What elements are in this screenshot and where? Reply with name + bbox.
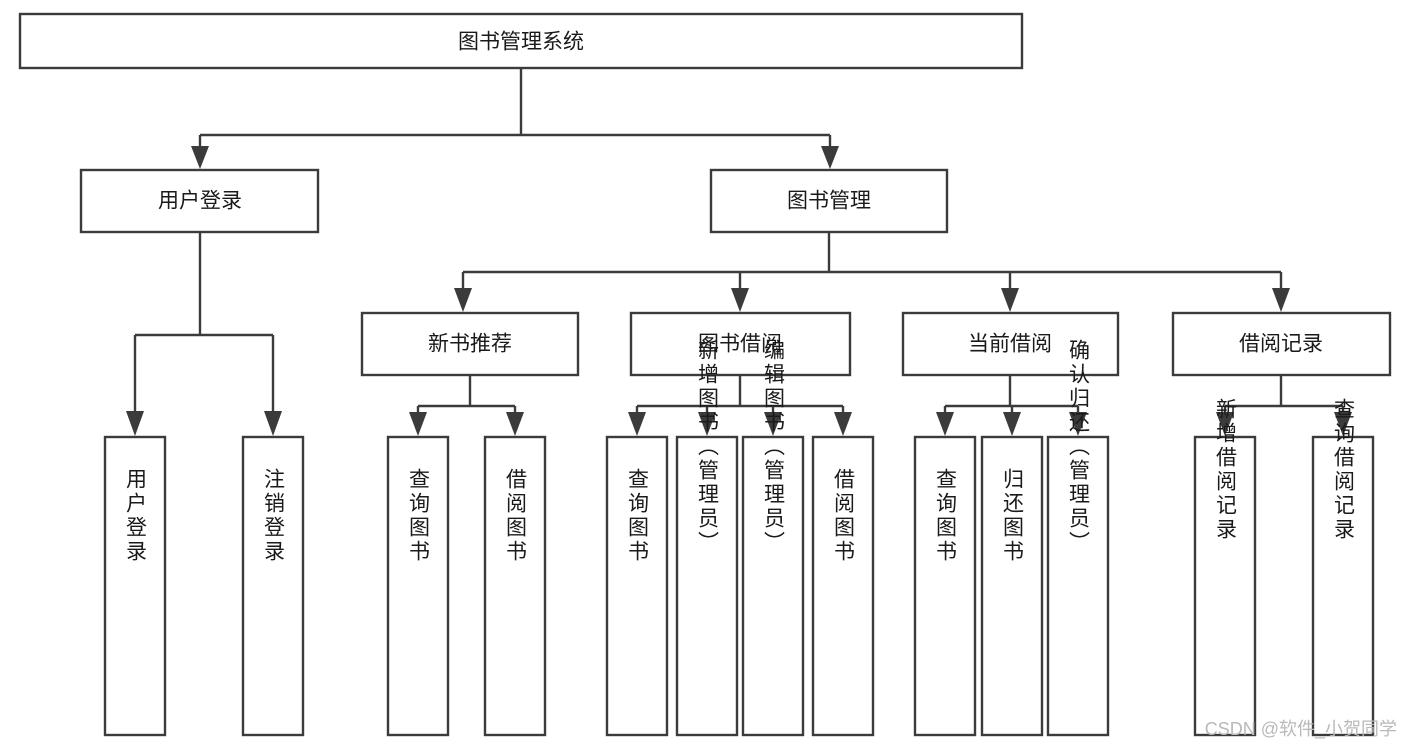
arrow-book-borrow-to-leaf-4 — [834, 412, 852, 436]
leaf-current-borrow-1[interactable]: 查询图书 — [913, 435, 977, 737]
leaf-borrow-record-1-label: 新增借阅记录 — [1214, 398, 1238, 542]
arrow-borrow-record-to-leaf-1 — [1216, 412, 1234, 436]
arrow-book-borrow-to-leaf-3 — [764, 412, 782, 436]
node-borrow-record-label: 借阅记录 — [1239, 333, 1323, 356]
leaf-user-login-1-label: 用户登录 — [124, 468, 148, 564]
leaf-borrow-record-2-box[interactable] — [1311, 435, 1375, 737]
node-user-login-box[interactable] — [79, 168, 320, 234]
leaf-new-book-1-label: 查询图书 — [407, 468, 431, 564]
leaf-book-borrow-1-label: 查询图书 — [626, 468, 650, 564]
leaf-book-borrow-3-label: 编辑图书（管理员） — [762, 339, 786, 555]
node-current-borrow-label: 当前借阅 — [968, 333, 1052, 356]
arrow-current-borrow-to-leaf-2 — [1003, 412, 1021, 436]
leaf-new-book-1[interactable]: 查询图书 — [386, 435, 450, 737]
leaf-current-borrow-3-box[interactable] — [1046, 435, 1110, 737]
arrow-book-mgmt-to-current-borrow — [1001, 288, 1019, 312]
leaf-book-borrow-3[interactable]: 编辑图书（管理员） — [741, 339, 805, 737]
arrow-new-book-to-leaf-2 — [506, 412, 524, 436]
arrow-borrow-record-to-leaf-2 — [1334, 412, 1352, 436]
node-new-book-recommend-box[interactable] — [360, 311, 580, 377]
leaf-user-login-1-box[interactable] — [103, 435, 167, 737]
node-book-management-box[interactable] — [709, 168, 949, 234]
arrow-book-mgmt-to-borrow-record — [1272, 288, 1290, 312]
node-user-login[interactable]: 用户登录 — [79, 168, 320, 234]
leaf-current-borrow-3[interactable]: 确认归还（管理员） — [1046, 339, 1110, 737]
edge-book-mgmt-to-level3-bus — [461, 232, 1283, 290]
node-current-borrow-box[interactable] — [901, 311, 1120, 377]
csdn-watermark: CSDN @软件_小贺同学 — [1204, 719, 1397, 739]
leaf-user-login-2[interactable]: 注销登录 — [241, 435, 305, 737]
node-book-borrow[interactable]: 图书借阅 — [629, 311, 852, 377]
leaf-book-borrow-2[interactable]: 新增图书（管理员） — [675, 339, 739, 737]
edge-current-borrow-to-leaf-bus — [943, 375, 1080, 414]
leaf-book-borrow-1[interactable]: 查询图书 — [605, 435, 669, 737]
node-book-borrow-box[interactable] — [629, 311, 852, 377]
node-book-management-label: 图书管理 — [787, 190, 871, 213]
edge-user-login-to-leaf-bus — [133, 232, 275, 412]
leaf-current-borrow-2-box[interactable] — [980, 435, 1044, 737]
leaf-book-borrow-4-label: 借阅图书 — [832, 468, 856, 564]
arrow-book-borrow-to-leaf-1 — [628, 412, 646, 436]
arrow-current-borrow-to-leaf-1 — [936, 412, 954, 436]
leaf-book-borrow-4[interactable]: 借阅图书 — [811, 435, 875, 737]
leaf-book-borrow-3-box[interactable] — [741, 435, 805, 737]
edge-borrow-record-to-leaf-bus — [1223, 375, 1345, 414]
arrow-book-mgmt-to-book-borrow — [731, 288, 749, 312]
leaf-book-borrow-2-label: 新增图书（管理员） — [696, 339, 720, 555]
edge-root-to-level2-bus — [198, 68, 832, 148]
leaf-book-borrow-2-box[interactable] — [675, 435, 739, 737]
arrow-root-to-book-mgmt — [821, 146, 839, 169]
leaf-new-book-2[interactable]: 借阅图书 — [483, 435, 547, 737]
arrow-root-to-user-login — [191, 146, 209, 169]
arrow-book-borrow-to-leaf-2 — [698, 412, 716, 436]
arrow-current-borrow-to-leaf-3 — [1069, 412, 1087, 436]
leaf-new-book-1-box[interactable] — [386, 435, 450, 737]
leaf-borrow-record-2-label: 查询借阅记录 — [1332, 398, 1356, 542]
arrow-user-login-to-leaf-2 — [264, 411, 282, 436]
leaf-current-borrow-1-box[interactable] — [913, 435, 977, 737]
leaf-borrow-record-2[interactable]: 查询借阅记录 — [1311, 398, 1375, 737]
leaf-user-login-2-label: 注销登录 — [262, 468, 286, 564]
leaf-borrow-record-1[interactable]: 新增借阅记录 — [1193, 398, 1257, 737]
leaf-book-borrow-4-box[interactable] — [811, 435, 875, 737]
node-user-login-label: 用户登录 — [158, 190, 242, 213]
edge-new-book-to-leaf-bus — [416, 375, 517, 414]
node-root-system-box[interactable] — [18, 12, 1024, 70]
node-new-book-recommend[interactable]: 新书推荐 — [360, 311, 580, 377]
edge-book-borrow-to-leaf-bus — [635, 375, 845, 414]
node-new-book-recommend-label: 新书推荐 — [428, 333, 512, 356]
arrow-user-login-to-leaf-1 — [126, 411, 144, 436]
node-book-management[interactable]: 图书管理 — [709, 168, 949, 234]
node-root-system[interactable]: 图书管理系统 — [18, 12, 1024, 70]
leaf-book-borrow-1-box[interactable] — [605, 435, 669, 737]
leaf-borrow-record-1-box[interactable] — [1193, 435, 1257, 737]
arrow-new-book-to-leaf-1 — [409, 412, 427, 436]
node-borrow-record[interactable]: 借阅记录 — [1171, 311, 1392, 377]
leaf-current-borrow-1-label: 查询图书 — [934, 468, 958, 564]
node-current-borrow[interactable]: 当前借阅 — [901, 311, 1120, 377]
leaf-current-borrow-2[interactable]: 归还图书 — [980, 435, 1044, 737]
node-borrow-record-box[interactable] — [1171, 311, 1392, 377]
node-book-borrow-label: 图书借阅 — [698, 333, 782, 356]
leaf-user-login-1[interactable]: 用户登录 — [103, 435, 167, 737]
leaf-new-book-2-box[interactable] — [483, 435, 547, 737]
connector-layer — [126, 68, 1352, 436]
leaf-current-borrow-3-label: 确认归还（管理员） — [1067, 339, 1091, 555]
node-root-system-label: 图书管理系统 — [458, 31, 584, 54]
leaf-current-borrow-2-label: 归还图书 — [1001, 468, 1025, 564]
arrow-book-mgmt-to-new-book — [454, 288, 472, 312]
leaf-new-book-2-label: 借阅图书 — [504, 468, 528, 564]
leaf-user-login-2-box[interactable] — [241, 435, 305, 737]
